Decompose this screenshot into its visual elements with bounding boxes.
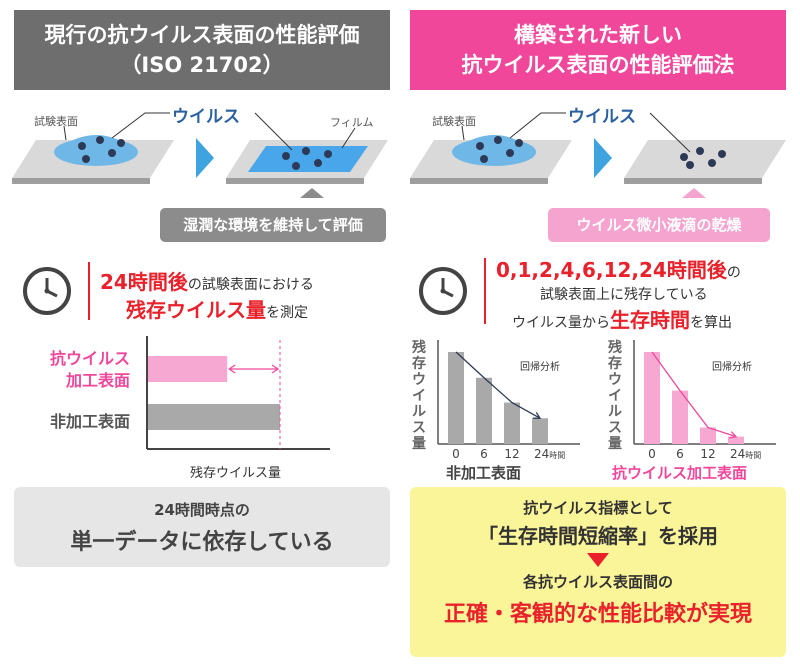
left-bar-label-pink: 抗ウイルス 加工表面 — [30, 348, 130, 392]
regression-arrow-icon — [728, 431, 738, 439]
right-measure-line1-rest: の — [726, 265, 741, 281]
left-measure-target: 残存ウイルス量 — [126, 298, 266, 322]
left-header-line1: 現行の抗ウイルス表面の性能評価 — [44, 23, 360, 47]
left-virus-label: ウイルス — [172, 107, 240, 127]
left-condition-pill: 湿潤な環境を維持して評価 — [160, 208, 386, 242]
right-condition-pill: ウイルス微小液滴の乾燥 — [548, 208, 770, 242]
right-conclusion-line4: 正確・客観的な性能比較が実現 — [443, 602, 752, 627]
left-film-label: フィルム — [330, 116, 374, 129]
chart2-svg: 0 6 12 24時間 — [633, 340, 776, 461]
left-arrow-icon — [196, 138, 214, 178]
regression-arrow-icon — [532, 411, 542, 419]
chart2-regression-label: 回帰分析 — [712, 362, 752, 373]
down-triangle-icon — [587, 553, 609, 567]
tick-label: 6 — [676, 447, 684, 461]
left-plate-droplet — [12, 135, 174, 184]
left-bar-label-pink-2: 加工表面 — [65, 371, 130, 390]
right-measure-line1: 0,1,2,4,6,12,24時間後の — [496, 254, 741, 283]
right-plate-dried — [624, 140, 786, 184]
bar-0 — [644, 352, 660, 444]
left-clock-icon — [23, 267, 71, 315]
bar-24時間 — [728, 436, 744, 444]
left-bar-label-pink-1: 抗ウイルス — [49, 349, 130, 368]
right-measure-line3: ウイルス量から生存時間を算出 — [512, 304, 732, 333]
left-conclusion-box: 24時間時点の 単一データに依存している — [14, 487, 390, 567]
right-measure-line3-start: ウイルス量から — [512, 315, 610, 331]
right-header-line2: 抗ウイルス表面の性能評価法 — [461, 53, 735, 77]
right-clock-icon — [419, 267, 467, 315]
tick-label: 0 — [648, 447, 656, 461]
left-surface-label: 試験表面 — [34, 115, 78, 128]
right-plate-droplet — [410, 135, 572, 184]
right-conclusion-line1: 抗ウイルス指標として — [523, 499, 673, 517]
regression-line — [455, 351, 541, 419]
right-arrow-icon — [594, 138, 612, 178]
tick-label: 0 — [452, 447, 460, 461]
right-measure-times: 0,1,2,4,6,12,24時間後 — [496, 258, 727, 282]
left-measure-time: 24時間後 — [100, 270, 188, 294]
bar-0 — [448, 352, 464, 444]
right-surface-label: 試験表面 — [432, 115, 476, 128]
right-measure-survival: 生存時間 — [610, 308, 690, 332]
right-virus-label: ウイルス — [568, 107, 636, 127]
chart1-y-axis-label: 残存ウイルス量 — [412, 340, 426, 452]
left-header: 現行の抗ウイルス表面の性能評価 （ISO 21702） — [14, 10, 390, 90]
tick-label: 12 — [700, 447, 715, 461]
bar-untreated — [148, 404, 280, 430]
chart1-title: 非加工表面 — [446, 464, 522, 482]
right-measure-line3-end: を算出 — [690, 315, 732, 331]
difference-arrow-icon — [228, 364, 280, 374]
right-conclusion-line3: 各抗ウイルス表面間の — [522, 573, 673, 591]
right-header: 構築された新しい 抗ウイルス表面の性能評価法 — [410, 10, 786, 90]
left-divider — [88, 262, 90, 320]
left-measure-line1: 24時間後の試験表面における — [100, 266, 314, 295]
bar-6 — [476, 377, 492, 444]
left-plate-film — [226, 140, 388, 184]
left-header-line2: （ISO 21702） — [120, 53, 284, 77]
right-divider — [484, 258, 486, 324]
regression-line — [651, 351, 737, 438]
tick-label: 12 — [504, 447, 519, 461]
bar-12 — [700, 427, 716, 444]
tick-label: 6 — [480, 447, 488, 461]
test-illustrations — [12, 112, 786, 198]
left-bar-chart — [146, 336, 330, 450]
tick-label: 24時間 — [730, 447, 761, 461]
bar-6 — [672, 390, 688, 444]
left-x-axis-label: 残存ウイルス量 — [190, 466, 282, 481]
bar-anti-viral — [148, 356, 228, 382]
left-bar-label-grey: 非加工表面 — [49, 412, 130, 431]
bar-12 — [504, 402, 520, 444]
tick-label: 24時間 — [534, 447, 565, 461]
left-measure-line1-rest: の試験表面における — [187, 277, 314, 293]
chart1-regression-label: 回帰分析 — [520, 362, 560, 373]
left-measure-line2: 残存ウイルス量を測定 — [126, 294, 308, 323]
left-measure-line2-rest: を測定 — [266, 305, 308, 321]
right-header-line1: 構築された新しい — [514, 23, 682, 47]
chart2-y-axis-label: 残存ウイルス量 — [608, 340, 622, 452]
chart2-title: 抗ウイルス加工表面 — [612, 464, 748, 482]
bar-24時間 — [532, 418, 548, 444]
chart1-svg: 0 6 12 24時間 — [437, 340, 580, 461]
right-conclusion-box: 抗ウイルス指標として 「生存時間短縮率」を採用 各抗ウイルス表面間の 正確・客観… — [410, 487, 786, 657]
left-conclusion-line1: 24時間時点の — [154, 501, 250, 519]
right-measure-line2: 試験表面上に残存している — [540, 287, 708, 303]
right-conclusion-line2: 「生存時間短縮率」を採用 — [478, 524, 718, 548]
left-conclusion-line2: 単一データに依存している — [70, 530, 334, 555]
